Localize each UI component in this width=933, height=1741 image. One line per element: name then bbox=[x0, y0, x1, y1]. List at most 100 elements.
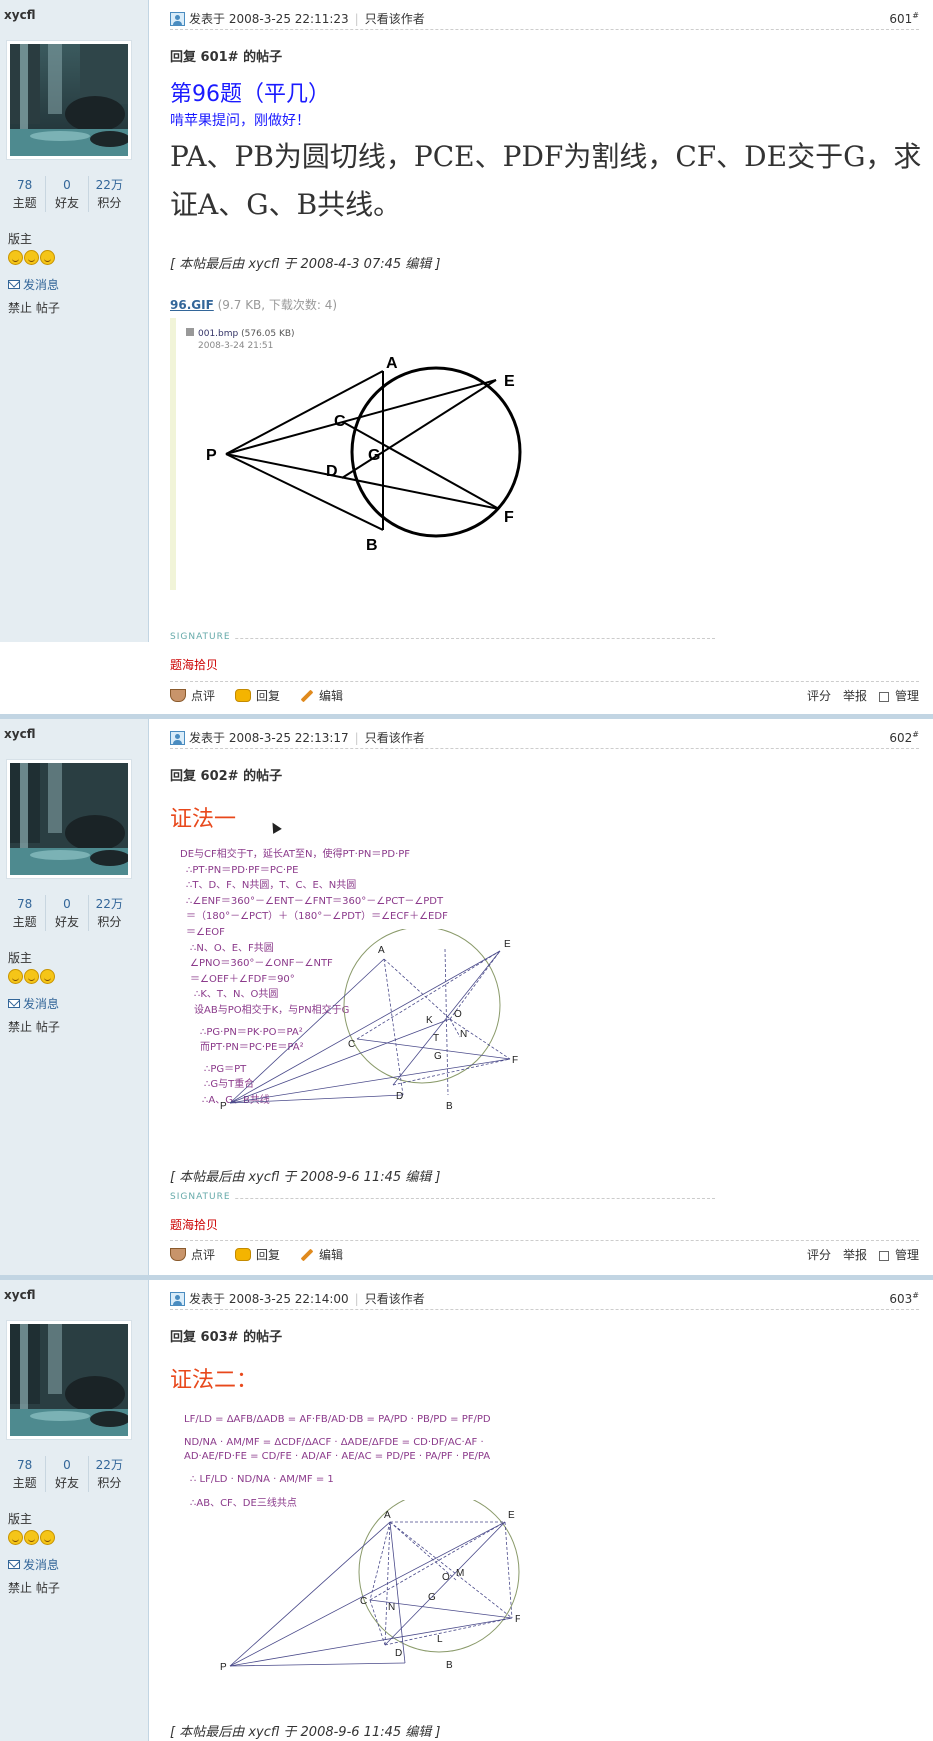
stat-topics-value[interactable]: 78 bbox=[17, 897, 33, 911]
avatar[interactable] bbox=[6, 40, 132, 160]
proof-one-figure[interactable]: A E K O N C T G F D B P bbox=[220, 929, 520, 1109]
figure-label-a: A bbox=[384, 1510, 391, 1521]
comment-button[interactable]: 点评 bbox=[170, 1246, 215, 1263]
author-name[interactable]: xycfl bbox=[4, 727, 36, 741]
stat-points-label: 积分 bbox=[97, 915, 122, 929]
figure-label-b: B bbox=[446, 1101, 453, 1109]
attachment-filename[interactable]: 96.GIF bbox=[170, 298, 214, 312]
proof-line: ＝∠EOF bbox=[186, 926, 225, 938]
rank-stars bbox=[8, 250, 55, 265]
smiley-icon bbox=[40, 1530, 55, 1545]
ban-posts-link[interactable]: 禁止 帖子 bbox=[8, 1581, 60, 1595]
proof-line: 设AB与PO相交于K，与PN相交于G bbox=[194, 1004, 350, 1016]
stat-friends-value[interactable]: 0 bbox=[63, 178, 71, 192]
stat-points-label: 积分 bbox=[97, 1476, 122, 1490]
author-name[interactable]: xycfl bbox=[4, 1288, 36, 1302]
formula-line: LF/LD = ΔAFB/ΔADB = AF·FB/AD·DB = PA/PD … bbox=[184, 1414, 491, 1425]
figure-label-a: A bbox=[378, 945, 385, 956]
report-link[interactable]: 举报 bbox=[842, 1248, 867, 1262]
stat-topics-value[interactable]: 78 bbox=[17, 178, 33, 192]
stat-friends-label: 好友 bbox=[54, 1476, 79, 1490]
avatar[interactable] bbox=[6, 759, 132, 879]
post-header: 发表于 2008-3-25 22:13:17 | 只看该作者 602# bbox=[170, 727, 919, 749]
figure-label-a: A bbox=[386, 355, 398, 372]
reply-button[interactable]: 回复 bbox=[235, 1246, 280, 1263]
stat-points-value[interactable]: 22万 bbox=[95, 897, 123, 911]
figure-label-g: G bbox=[368, 447, 380, 464]
figure-label-o: O bbox=[454, 1009, 462, 1020]
avatar[interactable] bbox=[6, 1320, 132, 1440]
send-message-link[interactable]: 发消息 bbox=[8, 1556, 59, 1573]
problem-figure[interactable]: 001.bmp (576.05 KB) 2008-3-24 21:51 A E bbox=[170, 318, 530, 590]
author-name[interactable]: xycfl bbox=[4, 8, 36, 22]
figure-file-icon bbox=[186, 328, 194, 336]
floor-number[interactable]: 601# bbox=[889, 11, 919, 26]
figure-label-g: G bbox=[428, 1592, 436, 1603]
reply-button[interactable]: 回复 bbox=[235, 687, 280, 704]
rank-stars bbox=[8, 1530, 55, 1545]
only-author-link[interactable]: 只看该作者 bbox=[364, 1292, 425, 1306]
proof-line: 而PT·PN＝PC·PE＝PA² bbox=[200, 1042, 304, 1054]
stat-points-value[interactable]: 22万 bbox=[95, 178, 123, 192]
stat-friends-label: 好友 bbox=[54, 915, 79, 929]
stat-friends-value[interactable]: 0 bbox=[63, 1458, 71, 1472]
floor-number[interactable]: 602# bbox=[889, 730, 919, 745]
edit-button[interactable]: 编辑 bbox=[300, 1246, 343, 1263]
reply-icon bbox=[235, 1248, 252, 1261]
post-content: 发表于 2008-3-25 22:14:00 | 只看该作者 603# 回复 6… bbox=[150, 1280, 933, 1741]
edit-button[interactable]: 编辑 bbox=[300, 687, 343, 704]
rank-stars bbox=[8, 969, 55, 984]
figure-label-p: P bbox=[220, 1662, 227, 1670]
proof-line: ∴PG·PN＝PK·PO＝PA² bbox=[200, 1026, 303, 1038]
user-online-icon bbox=[170, 730, 185, 745]
figure-file-size: (576.05 KB) bbox=[241, 329, 295, 339]
send-message-link[interactable]: 发消息 bbox=[8, 995, 59, 1012]
formula-line: ND/NA · AM/MF = ΔCDF/ΔACF · ΔADE/ΔFDE = … bbox=[184, 1437, 491, 1462]
report-link[interactable]: 举报 bbox=[842, 689, 867, 703]
edit-note: [ 本帖最后由 xycfl 于 2008-9-6 11:45 编辑 ] bbox=[170, 1170, 441, 1185]
proof-two-figure[interactable]: A E O M C N G F L D B P bbox=[220, 1500, 520, 1670]
comment-button[interactable]: 点评 bbox=[170, 687, 215, 704]
figure-label-p: P bbox=[220, 1101, 227, 1109]
ban-posts-link[interactable]: 禁止 帖子 bbox=[8, 1020, 60, 1034]
floor-number[interactable]: 603# bbox=[889, 1291, 919, 1306]
send-message-label: 发消息 bbox=[23, 1558, 60, 1572]
posted-prefix: 发表于 bbox=[189, 12, 226, 26]
stat-topics-value[interactable]: 78 bbox=[17, 1458, 33, 1472]
rate-link[interactable]: 评分 bbox=[806, 1248, 831, 1262]
figure-label-c: C bbox=[348, 1039, 355, 1050]
manage-checkbox[interactable]: 管理 bbox=[878, 1246, 919, 1263]
figure-file-label: 001.bmp bbox=[198, 329, 239, 339]
figure-label-d: D bbox=[396, 1091, 403, 1102]
user-online-icon bbox=[170, 1291, 185, 1306]
figure-label-l: L bbox=[437, 1634, 443, 1645]
user-online-icon bbox=[170, 11, 185, 26]
reply-title: 回复 602# 的帖子 bbox=[170, 769, 283, 784]
comment-icon bbox=[170, 689, 186, 702]
figure-label-f: F bbox=[504, 509, 514, 526]
problem-text: PA、PB为圆切线，PCE、PDF为割线，CF、DE交于G，求证A、G、B共线。 bbox=[170, 140, 922, 221]
only-author-link[interactable]: 只看该作者 bbox=[364, 731, 425, 745]
attachment: 96.GIF (9.7 KB, 下载次数: 4) bbox=[170, 296, 337, 313]
proof-line: ∴∠ENF＝360°－∠ENT－∠FNT＝360°－∠PCT－∠PDT bbox=[186, 895, 444, 907]
reply-icon bbox=[235, 689, 252, 702]
manage-checkbox[interactable]: 管理 bbox=[878, 687, 919, 704]
post-actions: 点评 回复 编辑 评分 举报 管理 bbox=[170, 1240, 919, 1268]
figure-label-o: O bbox=[442, 1572, 450, 1583]
stat-friends-value[interactable]: 0 bbox=[63, 897, 71, 911]
formula-text: LF/LD = ΔAFB/ΔADB = AF·FB/AD·DB = PA/PD … bbox=[184, 1408, 544, 1516]
ban-posts-link[interactable]: 禁止 帖子 bbox=[8, 301, 60, 315]
comment-icon bbox=[170, 1248, 186, 1261]
figure-label-c: C bbox=[334, 413, 346, 430]
figure-label-e: E bbox=[508, 1510, 515, 1521]
figure-label-b: B bbox=[446, 1660, 453, 1670]
only-author-link[interactable]: 只看该作者 bbox=[364, 12, 425, 26]
send-message-link[interactable]: 发消息 bbox=[8, 276, 59, 293]
stat-points-value[interactable]: 22万 bbox=[95, 1458, 123, 1472]
rate-link[interactable]: 评分 bbox=[806, 689, 831, 703]
signature-divider: SIGNATURE bbox=[170, 1192, 715, 1204]
reply-title: 回复 603# 的帖子 bbox=[170, 1330, 283, 1345]
